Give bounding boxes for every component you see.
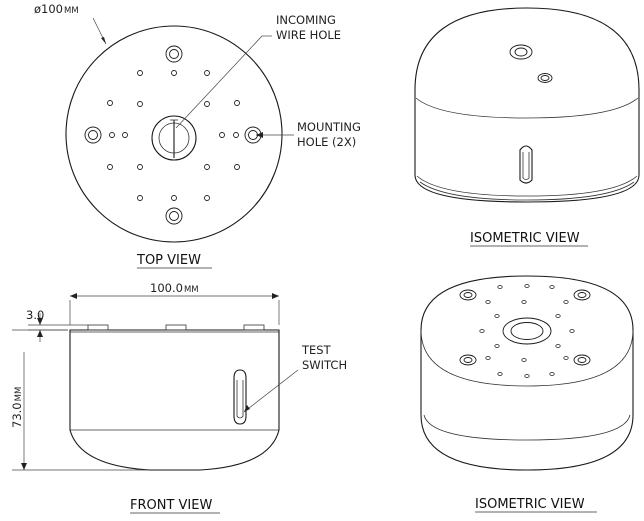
center-hole-outer [151, 115, 197, 161]
lip-dimension: 3.0 [26, 308, 44, 322]
height-dimension: 73.0MM [10, 387, 24, 428]
test-switch-slot [233, 369, 247, 425]
iso-2-body [420, 275, 634, 471]
top-mounting-holes [84, 45, 262, 225]
iso-view-2: ISOMETRIC VIEW [420, 275, 634, 513]
top-small-holes [107, 70, 240, 201]
front-view-body [69, 329, 280, 471]
diameter-label: ø100MM [34, 2, 79, 16]
iso-view-2-title: ISOMETRIC VIEW [475, 497, 585, 512]
mounting-label-line-1: MOUNTING [297, 120, 361, 134]
top-view: ø100MM INCOMING WIRE HOLE MOUNTING HOLE … [34, 2, 361, 269]
mounting-label-line-2: HOLE (2X) [297, 135, 356, 149]
front-view-title: FRONT VIEW [130, 498, 212, 513]
front-view: 100.0MM 3.0 73.0MM TEST SWITCH FRONT VIE… [10, 281, 347, 514]
iso-1-body [414, 7, 640, 203]
iso-1-switch-slot [519, 145, 533, 184]
top-view-title: TOP VIEW [136, 253, 201, 268]
test-switch-label-line-1: TEST [301, 343, 332, 357]
test-switch-label-line-2: SWITCH [302, 358, 347, 372]
iso-view-1-title: ISOMETRIC VIEW [470, 231, 580, 246]
width-dimension: 100.0MM [150, 281, 199, 295]
top-view-outline [65, 25, 283, 243]
incoming-label-line-2: WIRE HOLE [276, 28, 341, 42]
incoming-label-line-1: INCOMING [276, 13, 336, 27]
iso-view-1: ISOMETRIC VIEW [414, 7, 640, 247]
